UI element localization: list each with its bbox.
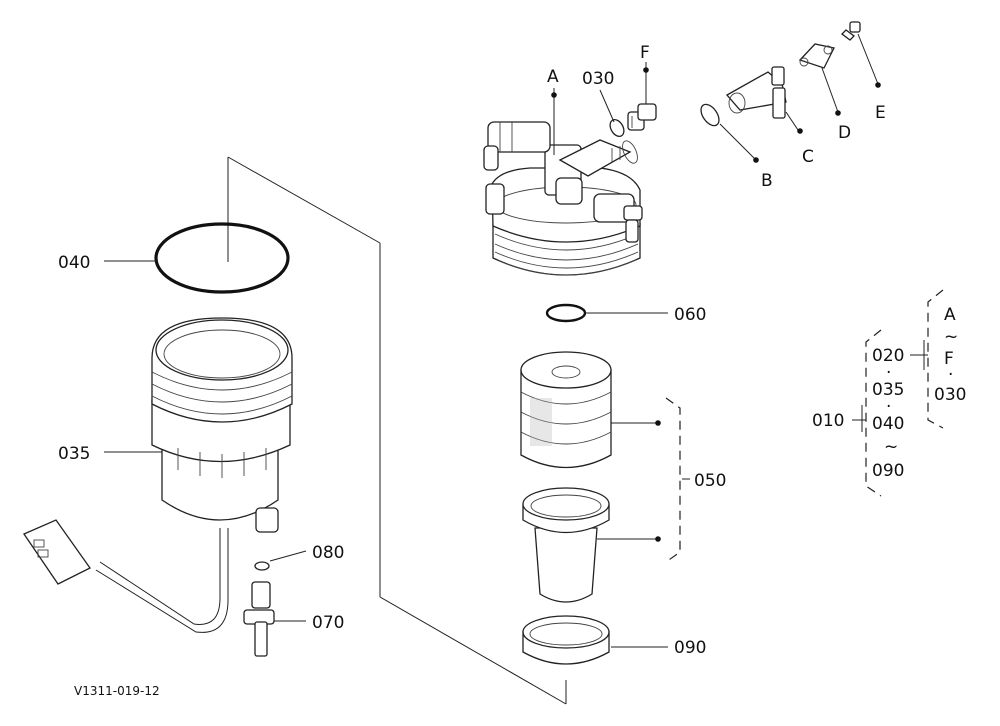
legend-group1-item-6: 090 [872, 461, 904, 481]
callout-040: 040 [58, 253, 90, 273]
callout-F: F [640, 43, 650, 63]
legend-group2-item-1: ~ [944, 327, 958, 347]
callout-C: C [802, 147, 814, 167]
callout-050: 050 [694, 471, 726, 491]
legend-group2-item-0: A [944, 305, 956, 325]
legend-group1-item-4: 040 [872, 414, 904, 434]
callout-080: 080 [312, 543, 344, 563]
callout-A: A [547, 67, 559, 87]
assembly-outline [227, 156, 567, 705]
callout-B: B [761, 171, 773, 191]
callout-labels: 040 035 080 070 A 030 F B C D E 060 050 … [58, 43, 886, 698]
legend-root: 010 [812, 411, 844, 431]
fitting-parts-drawing [609, 21, 861, 138]
callout-090: 090 [674, 638, 706, 658]
legend-group1-item-5: ~ [884, 437, 898, 457]
callout-E: E [875, 103, 886, 123]
legend-group2-item-4: 030 [934, 385, 966, 405]
filter-head-drawing [483, 121, 643, 276]
bowl-drawing [23, 222, 293, 657]
diagram-code: V1311-019-12 [74, 684, 160, 698]
callout-035: 035 [58, 444, 90, 464]
leader-lines [104, 33, 881, 648]
callout-D: D [838, 123, 851, 143]
legend-group1-item-1: · [886, 363, 891, 383]
callout-060: 060 [674, 305, 706, 325]
legend-group2-item-2: F [944, 349, 954, 369]
legend-group2-item-3: · [948, 365, 953, 385]
element-stack-drawing [520, 303, 612, 665]
callout-070: 070 [312, 613, 344, 633]
callout-030: 030 [582, 69, 614, 89]
legend-group1-item-3: · [886, 397, 891, 417]
legend-group1-item-0: 020 [872, 346, 904, 366]
legend-group1-item-2: 035 [872, 380, 904, 400]
parts-legend: 010 020 · 035 · 040 ~ 090 A ~ F · 030 [812, 289, 966, 497]
